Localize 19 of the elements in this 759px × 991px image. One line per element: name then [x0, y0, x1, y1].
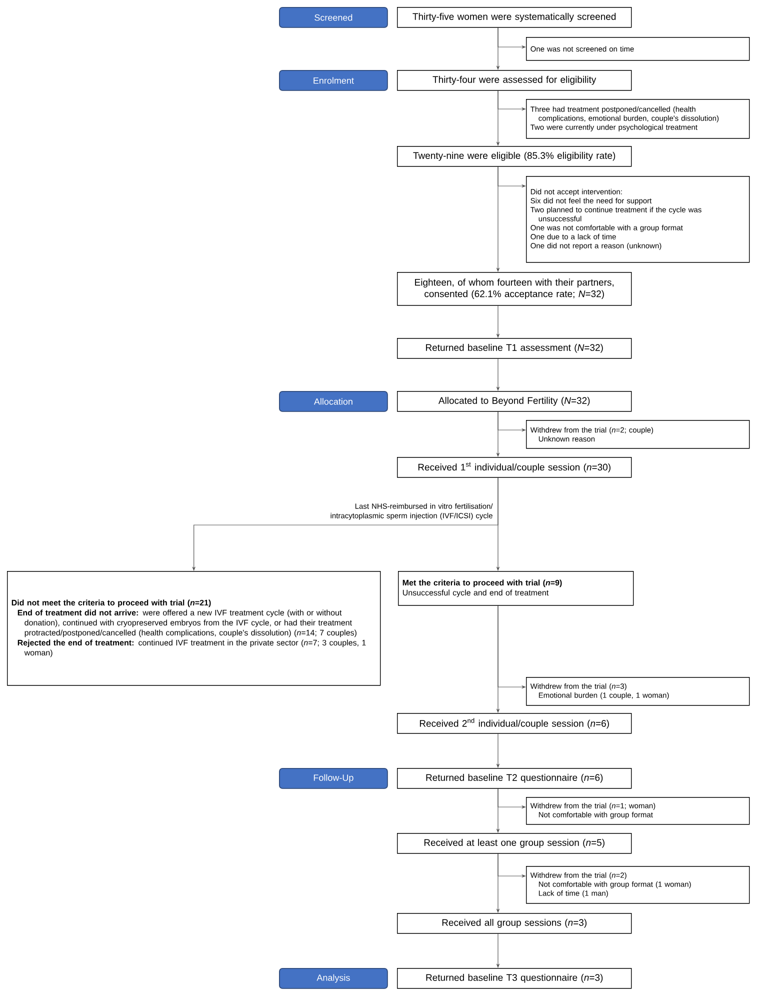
process-box: Received 1$^{st}$ individual/couple session (n=30): [397, 457, 632, 478]
process-box: Received at least one group session (n=5): [397, 833, 632, 854]
process-box: Thirty-four were assessed for eligibility: [397, 70, 632, 91]
stage-label: Screened: [279, 7, 388, 28]
stage-label: Enrolment: [279, 70, 388, 91]
process-box: Returned baseline T2 questionnaire (n=6): [397, 768, 632, 789]
stage-label: Follow-Up: [279, 768, 388, 789]
process-box: Received all group sessions (n=3): [397, 913, 632, 934]
outcome-box: Met the criteria to proceed with trial (n=9) Unsuccessful cycle and end of treatment: [398, 571, 634, 606]
process-box: Thirty-five women were systematically screened: [397, 7, 632, 28]
stage-label: Allocation: [279, 391, 388, 412]
process-box: Received 2$^{nd}$ individual/couple session (n=6): [397, 713, 632, 734]
process-box: Returned baseline T3 questionnaire (n=3): [397, 968, 632, 989]
process-box: Eighteen, of whom fourteen with their partners, consented (62.1% acceptance rate; N=32): [397, 272, 632, 306]
process-box: Twenty-nine were eligible (85.3% eligibility rate): [397, 146, 632, 167]
stage-label: Analysis: [279, 968, 388, 989]
process-box: Allocated to Beyond Fertility (N=32): [397, 391, 632, 412]
process-box: Returned baseline T1 assessment (N=32): [397, 338, 632, 359]
outcome-box: Did not meet the criteria to proceed with trial (n=21) End of treatment did not arrive: were offered a new IVF treatment cycle (with or without donation), continued with cryopreserved embryos from the IVF cycle, or had their treatment protracted/postponed/cancelled (health complications, couple's dissolution) (n=14; 7 couples) Rejected the end of treatment: continued IVF treatment in the private sector (n=7; 3 couples, 1 woman): [7, 571, 381, 686]
